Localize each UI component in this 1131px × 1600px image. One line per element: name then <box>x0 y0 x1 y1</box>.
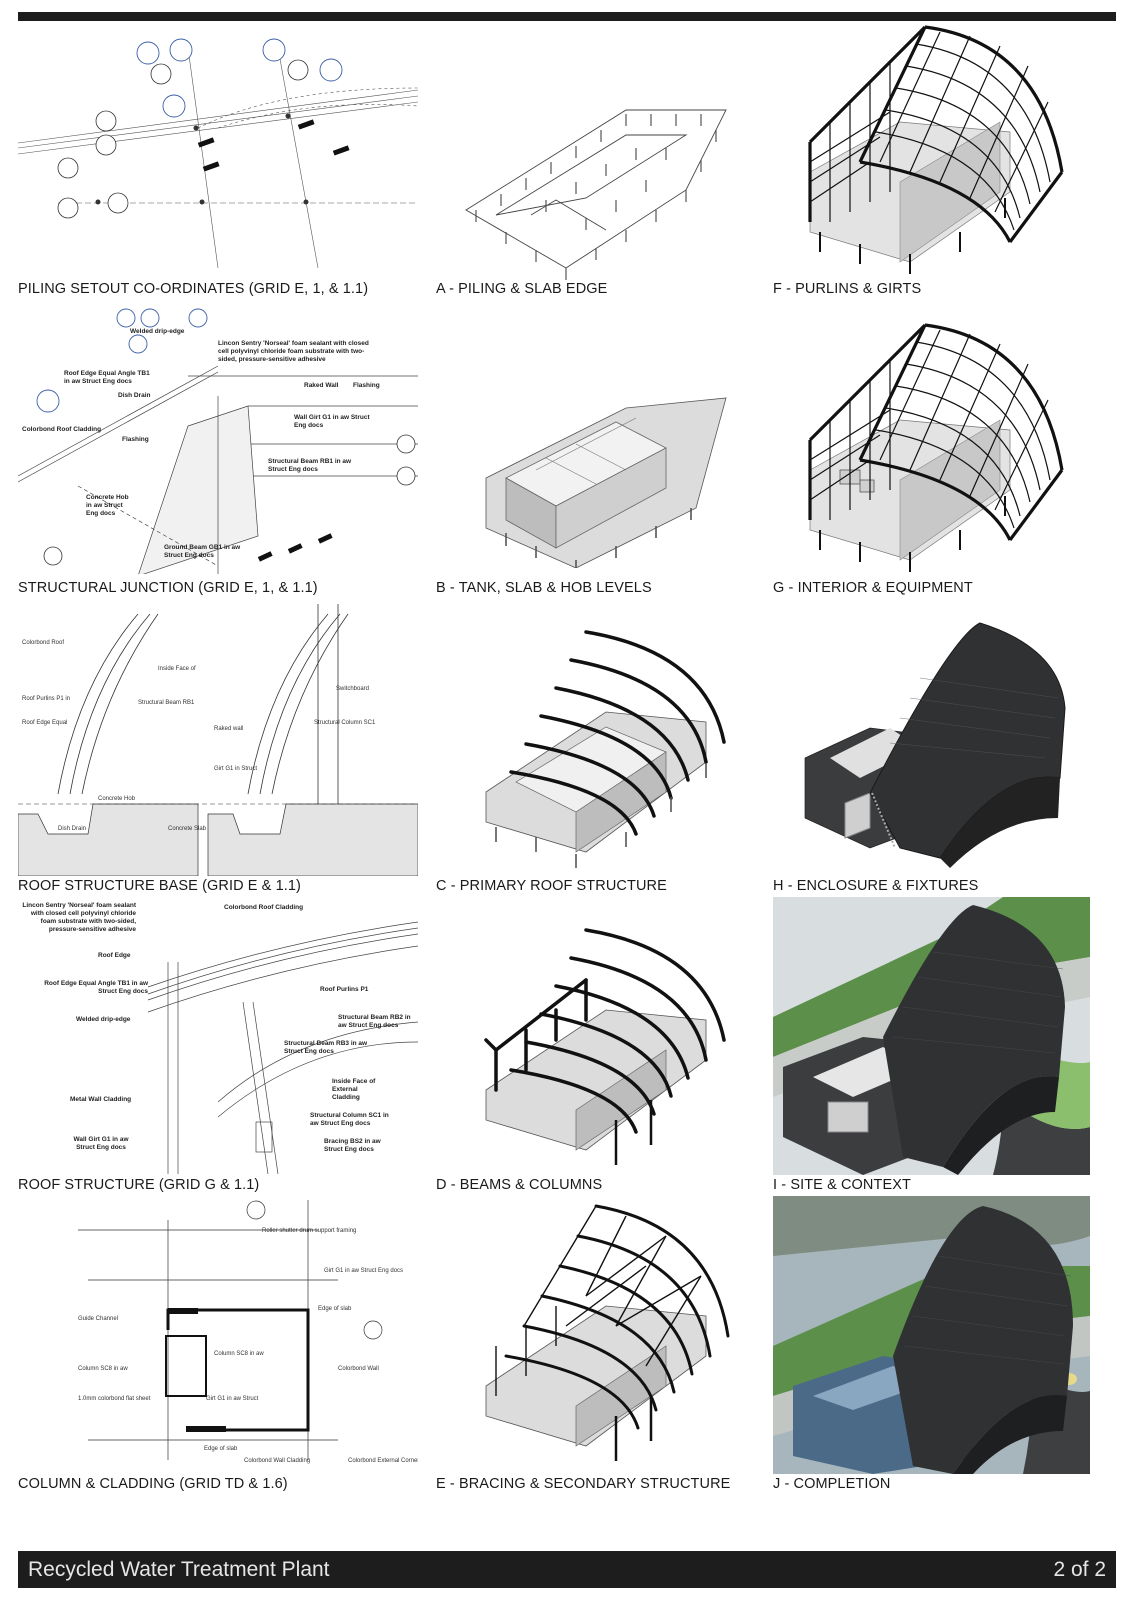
caption-roof-structure: ROOF STRUCTURE (GRID G & 1.1) <box>18 1177 260 1193</box>
label-rb2: Structural Beam RB2 in aw Struct Eng doc… <box>338 1014 411 1029</box>
detail-roof-structure: Lincon Sentry 'Norseal' foam sealant wit… <box>18 902 418 1174</box>
svg-text:Column SC8 in aw: Column SC8 in aw <box>214 1351 264 1357</box>
render-site-context <box>773 897 1090 1175</box>
svg-text:Guide Channel: Guide Channel <box>78 1316 118 1322</box>
label-angle-2: Roof Edge Equal Angle TB1 in aw Struct E… <box>44 980 148 995</box>
detail-piling-setout <box>18 28 418 278</box>
label-concrete-hob: Concrete Hob in aw Struct Eng docs <box>86 494 129 517</box>
svg-text:Edge of slab: Edge of slab <box>204 1446 238 1452</box>
footer-title: Recycled Water Treatment Plant <box>28 1558 330 1581</box>
svg-text:Inside Face of: Inside Face of <box>158 666 196 672</box>
label-purlins: Roof Purlins P1 <box>320 986 369 993</box>
svg-text:Column SC8 in aw: Column SC8 in aw <box>78 1366 128 1372</box>
label-sealant-2: Lincon Sentry 'Norseal' foam sealant wit… <box>22 902 136 933</box>
label-roof-edge-angle: Roof Edge Equal Angle TB1 in aw Struct E… <box>64 370 150 385</box>
svg-text:Colorbond Wall Cladding: Colorbond Wall Cladding <box>244 1458 310 1464</box>
axo-piling-slab-edge <box>436 90 736 280</box>
axo-primary-roof <box>466 622 736 872</box>
caption-h: H - ENCLOSURE & FIXTURES <box>773 878 979 894</box>
label-wall-girt: Wall Girt G1 in aw Struct Eng docs <box>294 414 370 429</box>
label-column: Structural Column SC1 in aw Struct Eng d… <box>310 1112 389 1127</box>
axo-interior-equipment <box>800 320 1070 572</box>
svg-text:Roof Edge Equal: Roof Edge Equal <box>22 720 67 726</box>
caption-j: J - COMPLETION <box>773 1476 891 1492</box>
caption-column-cladding: COLUMN & CLADDING (GRID TD & 1.6) <box>18 1476 288 1492</box>
svg-text:Concrete Hob: Concrete Hob <box>98 796 136 802</box>
svg-text:Dish Drain: Dish Drain <box>58 826 86 832</box>
label-girt-2: Wall Girt G1 in aw Struct Eng docs <box>73 1136 129 1151</box>
footer-bar: Recycled Water Treatment Plant 2 of 2 <box>18 1551 1116 1588</box>
svg-text:Girt G1 in Struct: Girt G1 in Struct <box>214 766 257 772</box>
detail-roof-structure-base: Colorbond Roof Roof Purlins P1 in Roof E… <box>18 604 418 876</box>
label-rb3: Structural Beam RB3 in aw Struct Eng doc… <box>284 1040 368 1055</box>
page-number: 2 of 2 <box>1053 1558 1106 1581</box>
svg-text:Roof Purlins P1 in: Roof Purlins P1 in <box>22 696 70 702</box>
caption-d: D - BEAMS & COLUMNS <box>436 1177 603 1193</box>
svg-text:Switchboard: Switchboard <box>336 686 369 692</box>
svg-text:Edge of slab: Edge of slab <box>318 1306 352 1312</box>
label-dish-drain: Dish Drain <box>118 392 151 399</box>
svg-text:Structural Beam RB1: Structural Beam RB1 <box>138 700 195 706</box>
label-bracing: Bracing BS2 in aw Struct Eng docs <box>324 1138 381 1153</box>
svg-text:Colorbond External Corner: Colorbond External Corner <box>348 1458 418 1464</box>
axo-enclosure-fixtures <box>800 618 1070 870</box>
label-flashing: Flashing <box>353 382 380 389</box>
caption-b: B - TANK, SLAB & HOB LEVELS <box>436 580 652 596</box>
label-roof-edge: Roof Edge <box>98 952 131 959</box>
axo-bracing <box>466 1196 736 1468</box>
svg-text:1.0mm colorbond flat sheet: 1.0mm colorbond flat sheet <box>78 1396 151 1402</box>
caption-e: E - BRACING & SECONDARY STRUCTURE <box>436 1476 731 1492</box>
svg-text:Raked wall: Raked wall <box>214 726 243 732</box>
label-metal-cladding: Metal Wall Cladding <box>70 1096 132 1103</box>
label-ground-beam: Ground Beam GB1 in aw Struct Eng docs <box>164 544 241 559</box>
label-cladding-2: Colorbond Roof Cladding <box>224 904 304 911</box>
label-sealant: Lincon Sentry 'Norseal' foam sealant wit… <box>218 340 369 363</box>
svg-text:Colorbond Roof: Colorbond Roof <box>22 640 64 646</box>
caption-piling-setout: PILING SETOUT CO-ORDINATES (GRID E, 1, &… <box>18 281 369 297</box>
detail-column-cladding: Roller shutter drum support framing Girt… <box>18 1200 418 1472</box>
svg-text:Roller shutter drum support fr: Roller shutter drum support framing <box>262 1228 356 1234</box>
svg-text:Colorbond Wall: Colorbond Wall <box>338 1366 379 1372</box>
label-roof-cladding: Colorbond Roof Cladding <box>22 426 102 433</box>
svg-text:Girt G1 in aw Struct: Girt G1 in aw Struct <box>206 1396 259 1402</box>
render-completion <box>773 1196 1090 1474</box>
detail-structural-junction: Lincon Sentry 'Norseal' foam sealant wit… <box>18 306 418 574</box>
svg-text:Concrete Slab: Concrete Slab <box>168 826 207 832</box>
caption-a: A - PILING & SLAB EDGE <box>436 281 608 297</box>
label-flashing-2: Flashing <box>122 436 149 443</box>
caption-structural-junction: STRUCTURAL JUNCTION (GRID E, 1, & 1.1) <box>18 580 318 596</box>
label-raked-wall: Raked Wall <box>304 382 339 389</box>
label-structural-beam: Structural Beam RB1 in aw Struct Eng doc… <box>268 458 352 473</box>
svg-text:Structural Column SC1: Structural Column SC1 <box>314 720 376 726</box>
caption-i: I - SITE & CONTEXT <box>773 1177 911 1193</box>
caption-c: C - PRIMARY ROOF STRUCTURE <box>436 878 667 894</box>
svg-text:Girt G1 in aw Struct Eng docs: Girt G1 in aw Struct Eng docs <box>324 1268 403 1274</box>
axo-purlins-girts <box>800 22 1070 274</box>
caption-f: F - PURLINS & GIRTS <box>773 281 922 297</box>
label-welded-drip: Welded drip-edge <box>130 328 185 335</box>
caption-roof-structure-base: ROOF STRUCTURE BASE (GRID E & 1.1) <box>18 878 301 894</box>
axo-tank-slab <box>466 388 736 568</box>
label-inside-face: Inside Face of External Cladding <box>332 1078 376 1101</box>
label-drip-2: Welded drip-edge <box>76 1016 131 1023</box>
caption-g: G - INTERIOR & EQUIPMENT <box>773 580 973 596</box>
axo-beams-columns <box>466 920 736 1170</box>
top-rule <box>18 12 1116 21</box>
